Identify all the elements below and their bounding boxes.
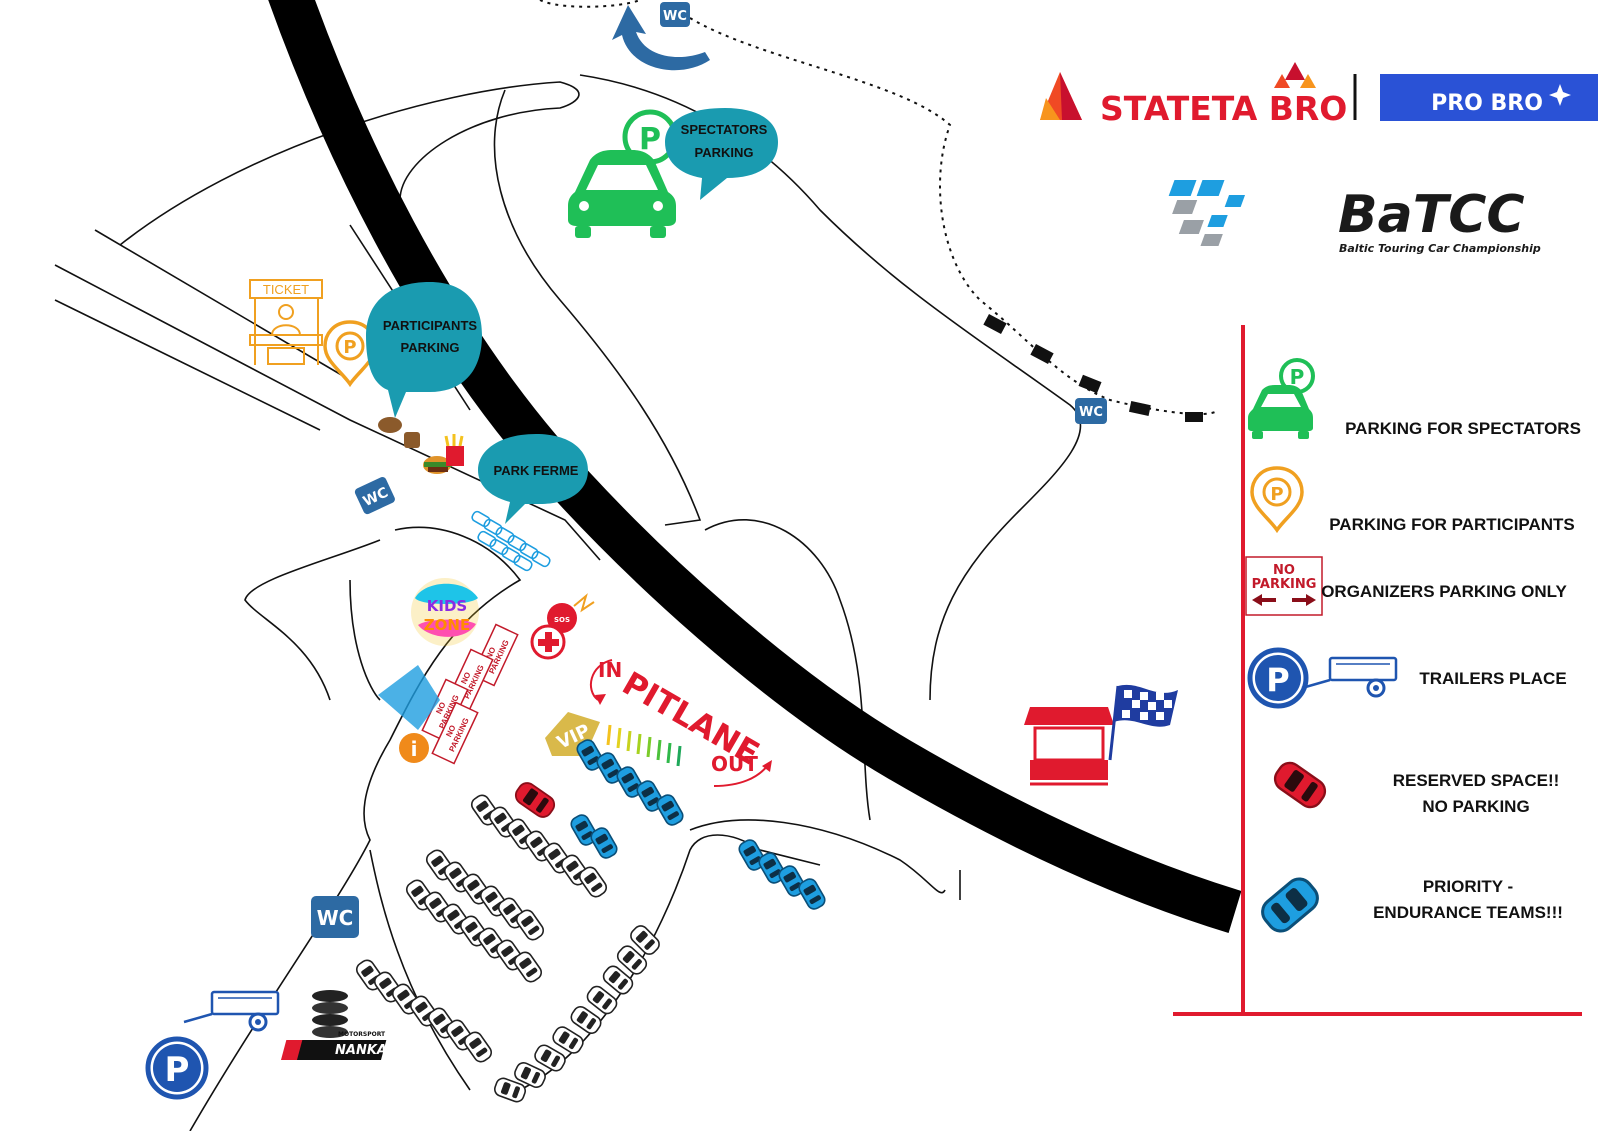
svg-text:KIDS: KIDS xyxy=(427,597,467,615)
svg-text:i: i xyxy=(411,737,418,761)
svg-text:Baltic Touring Car Championshi: Baltic Touring Car Championship xyxy=(1339,242,1541,255)
svg-text:NO: NO xyxy=(1273,563,1295,578)
stateta-bro-logo: STATETA BRO xyxy=(1040,62,1347,128)
svg-text:PARKING: PARKING xyxy=(401,340,460,355)
reserved-car-map xyxy=(511,778,559,822)
svg-text:PARKING FOR PARTICIPANTS: PARKING FOR PARTICIPANTS xyxy=(1329,515,1575,534)
legend-item-organizers: NO PARKING ORGANIZERS PARKING ONLY xyxy=(1245,556,1567,616)
food-court-icon xyxy=(378,417,464,474)
svg-text:NANKANG: NANKANG xyxy=(335,1043,409,1058)
wc-sign-bottom: WC xyxy=(311,896,359,938)
pro-bro-logo: PRO BRO xyxy=(1380,74,1598,121)
participant-parking-pin-icon: P xyxy=(323,320,377,386)
svg-text:PARKING: PARKING xyxy=(1252,577,1317,592)
ticket-booth-icon: TICKET xyxy=(249,279,323,365)
legend-item-reserved: RESERVED SPACE!! NO PARKING xyxy=(1269,757,1560,816)
svg-text:RESERVED SPACE!!: RESERVED SPACE!! xyxy=(1393,771,1560,790)
svg-text:TICKET: TICKET xyxy=(263,282,309,297)
legend-item-spectators: P PARKING FOR SPECTATORS xyxy=(1248,358,1581,439)
pit-boxes xyxy=(606,724,682,767)
svg-text:NO PARKING: NO PARKING xyxy=(1422,797,1529,816)
svg-text:ENDURANCE TEAMS!!!: ENDURANCE TEAMS!!! xyxy=(1373,903,1563,922)
legend-item-priority: PRIORITY - ENDURANCE TEAMS!!! xyxy=(1255,872,1563,938)
batcc-logo: BaTCC Baltic Touring Car Championship xyxy=(1168,180,1541,255)
svg-text:OUT: OUT xyxy=(711,752,758,776)
info-point-icon: i xyxy=(378,665,440,763)
first-aid-icon xyxy=(530,624,566,660)
wc-sign-left: WC xyxy=(354,477,395,515)
footpath-dotted xyxy=(539,0,1216,416)
svg-text:WC: WC xyxy=(317,906,354,930)
checkered-marks xyxy=(983,314,1203,422)
svg-text:PARKING: PARKING xyxy=(695,145,754,160)
svg-text:SOS: SOS xyxy=(554,616,570,624)
svg-text:PARKING FOR SPECTATORS: PARKING FOR SPECTATORS xyxy=(1345,419,1581,438)
svg-text:BaTCC: BaTCC xyxy=(1338,185,1525,245)
park-ferme-bubble: PARK FERME xyxy=(478,434,588,524)
tyre-stack-icon: NANKANG MOTORSPORT xyxy=(280,990,409,1060)
priority-cars-pit xyxy=(567,736,829,913)
no-parking-signs: NO PARKING NO PARKING NO PARKING NO PARK… xyxy=(421,623,519,765)
legend-item-participants: P PARKING FOR PARTICIPANTS xyxy=(1250,466,1575,534)
svg-text:IN: IN xyxy=(598,658,622,682)
svg-text:P: P xyxy=(165,1050,190,1090)
svg-text:TRAILERS PLACE: TRAILERS PLACE xyxy=(1419,669,1566,688)
svg-text:ORGANIZERS PARKING ONLY: ORGANIZERS PARKING ONLY xyxy=(1321,582,1567,601)
start-tower-icon xyxy=(1024,684,1178,786)
legend-item-trailers: P TRAILERS PLACE xyxy=(1247,647,1567,709)
svg-text:PRO BRO: PRO BRO xyxy=(1431,91,1543,116)
svg-text:ZONE: ZONE xyxy=(424,616,470,634)
svg-text:SPECTATORS: SPECTATORS xyxy=(681,122,768,137)
legend-frame xyxy=(1173,325,1582,1016)
spectators-parking-bubble: SPECTATORS PARKING xyxy=(665,108,778,200)
svg-text:P: P xyxy=(1290,365,1305,389)
sos-icon: SOS xyxy=(547,593,595,633)
wc-sign-top: WC xyxy=(660,2,690,27)
road-network xyxy=(54,74,1082,1131)
kids-zone-icon: KIDS ZONE xyxy=(411,578,479,646)
svg-text:PARK FERME: PARK FERME xyxy=(494,463,579,478)
trailer-parking-icon: P xyxy=(145,990,280,1100)
park-ferme-cars xyxy=(471,510,551,572)
participants-parking-bubble: PARTICIPANTS PARKING xyxy=(366,282,482,418)
svg-text:STATETA BRO: STATETA BRO xyxy=(1100,89,1347,128)
svg-text:P: P xyxy=(343,337,356,358)
svg-text:MOTORSPORT: MOTORSPORT xyxy=(338,1031,386,1038)
wc-sign-right: WC xyxy=(1075,398,1107,424)
race-track xyxy=(268,0,1242,934)
svg-text:P: P xyxy=(1270,484,1283,505)
svg-text:WC: WC xyxy=(663,9,687,24)
svg-text:P: P xyxy=(1266,661,1289,699)
svg-text:P: P xyxy=(639,122,661,157)
svg-text:PRIORITY -: PRIORITY - xyxy=(1423,877,1513,896)
top-arrow-icon xyxy=(612,5,710,71)
svg-text:WC: WC xyxy=(1079,405,1103,420)
spectator-parking-icon: P xyxy=(568,109,678,238)
svg-text:PARTICIPANTS: PARTICIPANTS xyxy=(383,318,477,333)
